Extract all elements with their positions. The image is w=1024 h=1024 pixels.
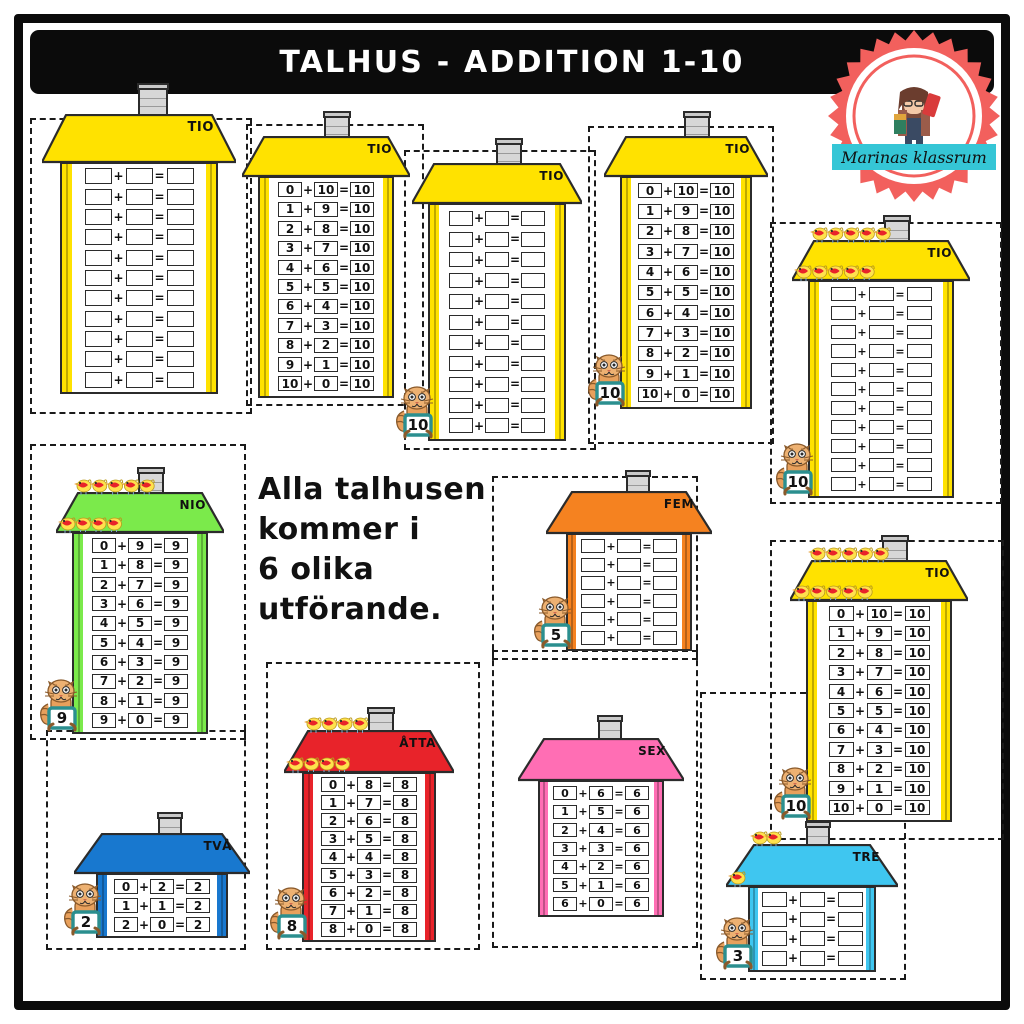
frame-h3 — [404, 150, 596, 450]
frame-h8 — [492, 476, 698, 660]
frame-h12 — [700, 692, 906, 980]
teacher-avatar-icon — [894, 87, 941, 150]
page-border — [14, 14, 1010, 1010]
rosette-icon — [828, 30, 1000, 202]
info-note: Alla talhusen kommer i 6 olika utförande… — [258, 470, 498, 630]
frame-h9 — [266, 662, 480, 950]
frame-h7 — [30, 444, 246, 740]
note-line-2: kommer i — [258, 511, 421, 547]
brand-banner: Marinas klassrum — [832, 144, 996, 170]
note-line-4: utförande. — [258, 591, 442, 627]
title-bar: TALHUS - ADDITION 1-10 — [30, 30, 994, 94]
frame-h1 — [30, 118, 252, 414]
frame-h5 — [770, 222, 1002, 504]
page-title: TALHUS - ADDITION 1-10 — [279, 44, 745, 80]
frame-h11 — [46, 730, 246, 950]
brand-logo: Marinas klassrum — [826, 28, 1002, 204]
frame-h10 — [492, 650, 698, 948]
note-line-1: Alla talhusen — [258, 472, 487, 507]
frame-h2 — [246, 124, 424, 406]
note-line-3: 6 olika — [258, 551, 375, 587]
frame-h4 — [588, 126, 774, 444]
